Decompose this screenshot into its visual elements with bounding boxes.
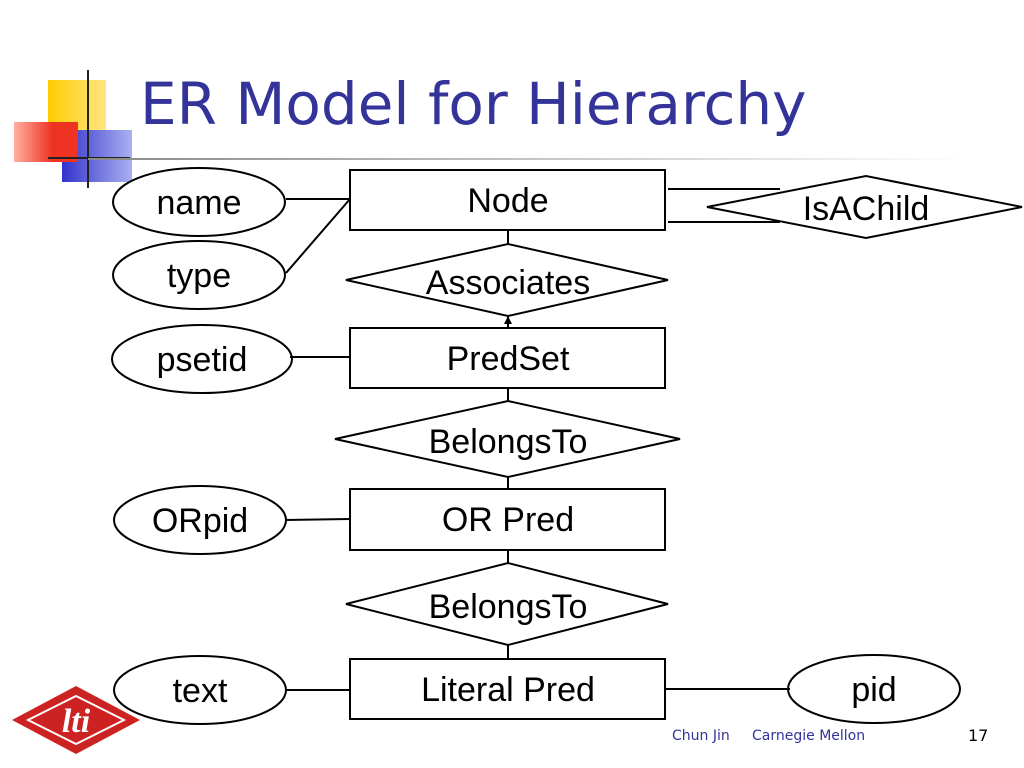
entity-node-label: Node — [467, 182, 548, 220]
entity-literalpred-box — [349, 658, 666, 720]
title-underline — [88, 158, 968, 160]
logo-diamond — [12, 686, 140, 754]
footer-organization: Carnegie Mellon — [752, 728, 866, 744]
page-number: 17 — [968, 726, 989, 745]
attribute-text-label: text — [173, 672, 228, 710]
slide-title: ER Model for Hierarchy — [140, 70, 807, 138]
entity-node-box — [349, 169, 666, 231]
deco-red-square — [14, 122, 78, 162]
attribute-name-oval — [112, 167, 286, 237]
logo-text: lti — [62, 703, 91, 740]
attribute-orpid-label: ORpid — [152, 502, 248, 540]
entity-literalpred-label: Literal Pred — [421, 671, 595, 709]
entity-predset-box — [349, 327, 666, 389]
connector-orpid-orpred — [284, 518, 351, 521]
attribute-text-oval — [113, 655, 287, 725]
relationship-associates-diamond — [345, 242, 669, 318]
attribute-pid-label: pid — [851, 671, 896, 709]
lti-logo: lti — [12, 686, 140, 754]
attribute-pid-oval — [787, 654, 961, 724]
footer-author: Chun Jin — [672, 728, 730, 744]
relationship-isachild-diamond — [706, 174, 1023, 240]
entity-orpred-label: OR Pred — [442, 501, 574, 539]
entity-orpred-box — [349, 488, 666, 551]
attribute-name-label: name — [156, 184, 241, 222]
relationship-associates-label: Associates — [426, 264, 590, 302]
arrowhead-icon — [504, 316, 512, 324]
corner-decoration — [14, 70, 132, 188]
attribute-psetid-label: psetid — [157, 341, 248, 379]
attribute-type-label: type — [167, 257, 231, 295]
attribute-orpid-oval — [113, 485, 287, 555]
attribute-type-oval — [112, 240, 286, 310]
entity-predset-label: PredSet — [447, 340, 570, 378]
relationship-belongsto1-diamond — [334, 399, 681, 479]
connector-type-node — [285, 198, 351, 274]
attribute-psetid-oval — [111, 324, 293, 394]
relationship-belongsto2-diamond — [345, 561, 669, 647]
relationship-belongsto1-label: BelongsTo — [429, 423, 588, 461]
relationship-belongsto2-label: BelongsTo — [429, 588, 588, 626]
relationship-isachild-label: IsAChild — [803, 190, 930, 228]
